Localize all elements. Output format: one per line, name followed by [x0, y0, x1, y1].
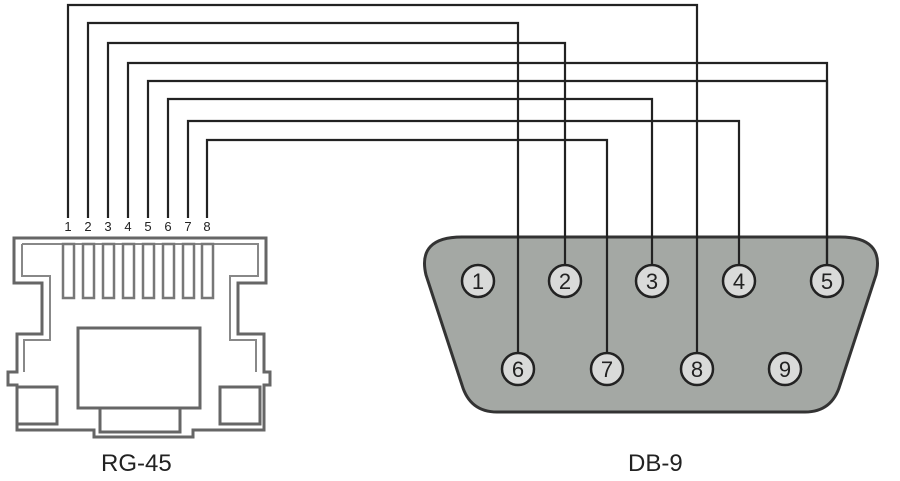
wire [166, 97, 654, 265]
wire [106, 41, 567, 265]
wire [86, 21, 520, 353]
rj45-contact [61, 242, 76, 300]
rj45-pin-number: 4 [124, 219, 131, 234]
wire [126, 61, 829, 265]
wire [186, 119, 741, 265]
rj45-right-foot [218, 385, 262, 426]
db9-pin [460, 263, 496, 299]
db9-label: DB-9 [628, 450, 683, 477]
rj45-inner-outline [21, 243, 259, 372]
rj45-contact [161, 242, 176, 300]
rj45-contact [181, 242, 196, 300]
rj45-left-foot [15, 385, 59, 426]
db9-pin-number: 6 [512, 357, 524, 382]
db9-pin-number: 3 [646, 269, 658, 294]
rj45-contact [141, 242, 156, 300]
rj45-tab [98, 406, 182, 434]
rj45-latch [76, 326, 202, 410]
rj45-contact [101, 242, 116, 300]
db9-pin-number: 7 [601, 357, 613, 382]
rj45-label: RG-45 [101, 450, 172, 477]
wires [66, 3, 829, 353]
rj45-pin-number: 5 [144, 219, 151, 234]
db9-pin [767, 351, 803, 387]
db9-pin-number: 2 [559, 269, 571, 294]
db9-pin-number: 8 [691, 357, 703, 382]
rj45-pin-number: 8 [203, 219, 210, 234]
rj45-pin-number: 7 [184, 219, 191, 234]
wire [146, 79, 829, 265]
rj45-pin-number: 2 [84, 219, 91, 234]
rj45-pin-number: 1 [64, 219, 71, 234]
rj45-pin-number: 3 [104, 219, 111, 234]
db9-pin-number: 5 [821, 269, 833, 294]
db9-shell [423, 235, 879, 414]
wire [205, 138, 609, 353]
wire [66, 3, 699, 353]
db9-pin-number: 9 [779, 357, 791, 382]
db9-pin-number: 4 [733, 269, 745, 294]
rj45-contact [81, 242, 96, 300]
db9-pin-number: 1 [472, 269, 484, 294]
db9-connector: 1 2 3 4 5 6 7 8 9 [423, 235, 879, 414]
rj45-contact [200, 242, 215, 300]
rj45-pin-number: 6 [164, 219, 171, 234]
rj45-contact [121, 242, 136, 300]
